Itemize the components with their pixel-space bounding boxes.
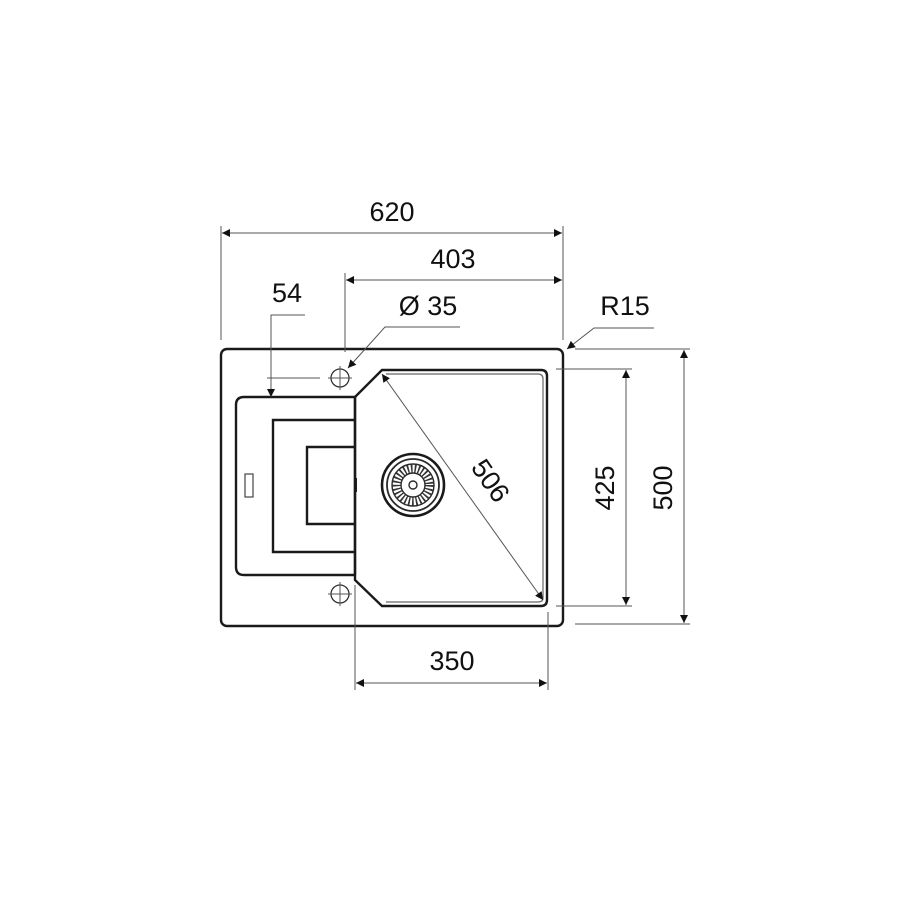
dim-bowl-height: 425 (590, 465, 620, 510)
dim-overall-width: 620 (369, 197, 414, 227)
drainer-outer (234, 395, 355, 577)
dim-corner-radius: R15 (600, 291, 650, 321)
dim-line-506 (381, 373, 544, 601)
dim-tap-offset: 54 (272, 278, 302, 308)
dim-overall-height: 500 (648, 465, 678, 510)
dim-line-diameter (347, 326, 460, 369)
dim-tap-diameter: Ø 35 (399, 291, 458, 321)
dim-line-54 (267, 314, 305, 397)
bowl-outline (353, 368, 549, 608)
drainer-step-1 (271, 418, 355, 554)
drainer-slot (244, 473, 254, 498)
dim-bowl-offset-width: 403 (430, 244, 475, 274)
dim-line-radius (566, 327, 654, 350)
drain-strainer-icon (380, 452, 446, 518)
tap-hole-bottom-icon (328, 582, 352, 606)
dim-bowl-width: 350 (429, 646, 474, 676)
tap-hole-top-icon (328, 366, 352, 390)
sink-outline (219, 347, 565, 628)
dim-bowl-diagonal: 506 (465, 454, 515, 508)
drainer-step-2 (305, 445, 355, 526)
